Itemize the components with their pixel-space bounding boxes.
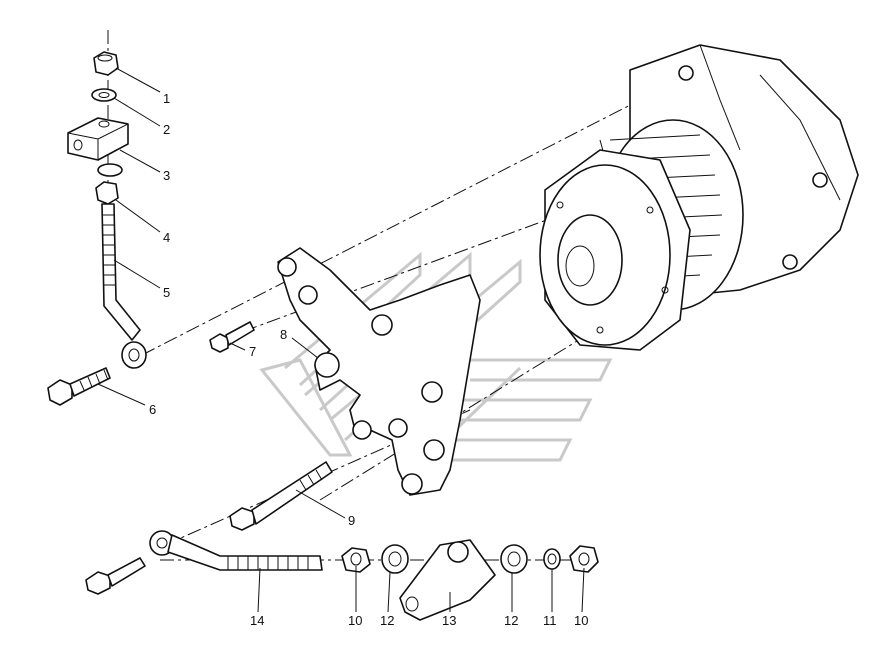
part-9-bolt [229, 461, 333, 531]
part-1-nut [93, 51, 119, 76]
leader-lines [97, 67, 585, 613]
part-10-nut-left [341, 547, 371, 573]
callout-5: 5 [163, 285, 170, 300]
callout-4: 4 [163, 230, 170, 245]
part-11-lock-washer [543, 548, 561, 570]
part-6-bolt [47, 367, 111, 406]
part-3-block [67, 117, 129, 161]
fan-hub-assembly [539, 44, 859, 351]
part-12-washer-right [500, 544, 528, 574]
part-14-adjuster-rod [149, 530, 323, 571]
callout-9: 9 [348, 513, 355, 528]
callout-10-left: 10 [348, 613, 362, 628]
adjuster-bolt [85, 557, 146, 595]
callout-1: 1 [163, 91, 170, 106]
part-10-nut-right [569, 545, 599, 573]
part-12-washer-left [381, 544, 409, 574]
part-2-washer [91, 88, 117, 102]
callout-7: 7 [249, 344, 256, 359]
callout-6: 6 [149, 402, 156, 417]
part-13-swivel-block [399, 539, 496, 621]
callout-labels: 1 2 3 4 5 6 7 8 9 14 10 12 13 12 11 10 [149, 91, 588, 628]
callout-12-left: 12 [380, 613, 394, 628]
callout-12-right: 12 [504, 613, 518, 628]
callout-13: 13 [442, 613, 456, 628]
callout-8: 8 [280, 327, 287, 342]
callout-3: 3 [163, 168, 170, 183]
callout-11: 11 [543, 613, 557, 628]
part-5-eye-bolt [101, 203, 147, 369]
callout-10-right: 10 [574, 613, 588, 628]
part-8-bracket [277, 247, 481, 496]
part-7-bolt [209, 321, 255, 353]
callout-2: 2 [163, 122, 170, 137]
callout-14: 14 [250, 613, 264, 628]
part-4-nut [95, 163, 123, 205]
